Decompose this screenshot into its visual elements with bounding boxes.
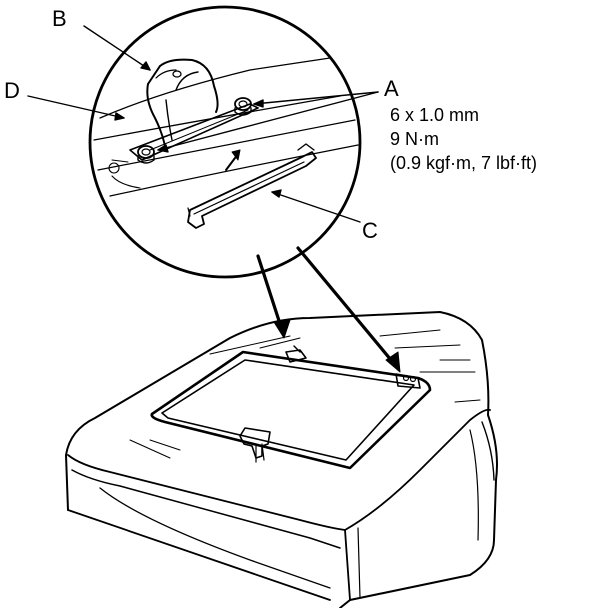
spec-bolt-size: 6 x 1.0 mm xyxy=(390,105,480,125)
vehicle-roof xyxy=(65,311,498,608)
label-c: C xyxy=(362,218,378,243)
leader-lines xyxy=(27,25,379,223)
spec-torque-alt: (0.9 kgf·m, 7 lbf·ft) xyxy=(390,153,538,173)
label-b: B xyxy=(52,6,67,31)
detail-magnifier xyxy=(88,5,362,279)
zoom-arrows xyxy=(256,246,401,373)
bolt-upper-right xyxy=(234,97,252,116)
spec-torque-nm: 9 N·m xyxy=(390,129,439,149)
label-a: A xyxy=(384,76,399,101)
bolt-lower-left xyxy=(137,145,155,164)
roof-panel-frame xyxy=(150,345,432,470)
label-d: D xyxy=(4,78,20,103)
